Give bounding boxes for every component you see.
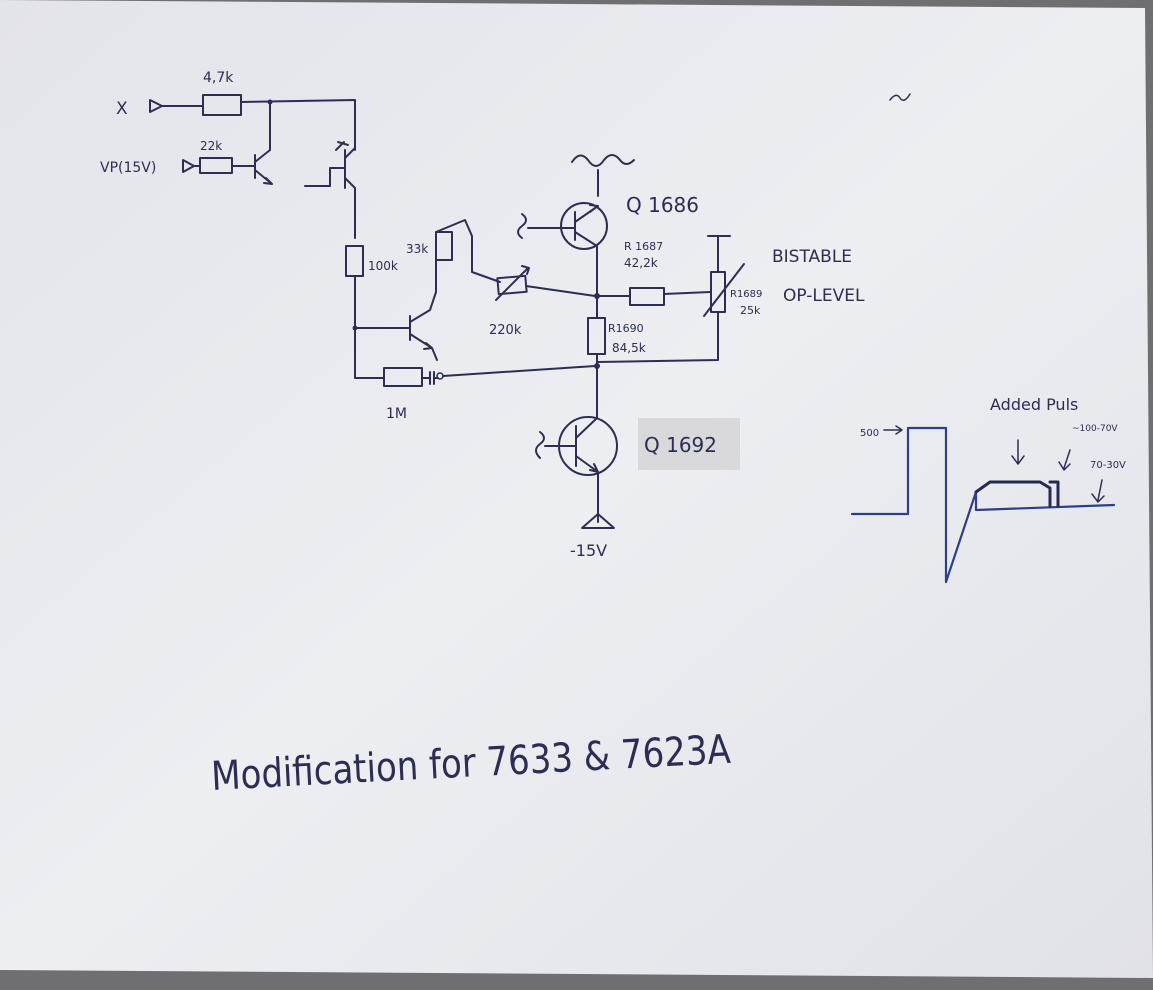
- r1690-name: R1690: [608, 322, 644, 335]
- q1692-highlight: [638, 418, 740, 470]
- vp-input-label: VP(15V): [100, 160, 156, 176]
- q1692-label: Q 1692: [644, 433, 717, 457]
- pen-mark: [889, 93, 911, 101]
- input-x-label: X: [116, 99, 128, 119]
- output-stage: Q 1686 R 1687 42,2k R1689 25k BISTABLE O…: [517, 154, 865, 560]
- bistable-label: BISTABLE: [772, 247, 852, 267]
- waveform-sketch: Added Puls 500 ~100-70V 70-30V: [850, 395, 1126, 584]
- level-low-label: 70-30V: [1090, 460, 1126, 471]
- supply-neg-label: -15V: [570, 541, 607, 560]
- res-100k-label: 100k: [368, 259, 398, 273]
- res-input-label: 4,7k: [203, 70, 234, 86]
- r1690-value: 84,5k: [612, 341, 646, 355]
- r1687-value: 42,2k: [624, 256, 658, 270]
- q1686-label: Q 1686: [626, 193, 699, 217]
- level-500-label: 500: [860, 428, 879, 439]
- r1689-name: R1689: [730, 289, 762, 300]
- transistor-q1686: [560, 202, 608, 250]
- middle-network: 100k 33k 220k 1M: [345, 219, 596, 422]
- res-220k-label: 220k: [489, 323, 522, 338]
- resistor-4k7: [202, 94, 242, 116]
- resistor-r1687: [629, 287, 665, 306]
- r1689-value: 25k: [740, 304, 761, 317]
- op-level-label: OP-LEVEL: [783, 286, 865, 306]
- input-section: X 4,7k VP(15V) 22k: [100, 70, 356, 239]
- res-vp-label: 22k: [200, 139, 222, 153]
- resistor-220k: [496, 274, 528, 296]
- level-high-label: ~100-70V: [1072, 424, 1118, 434]
- resistor-33k: [435, 231, 453, 261]
- res-33k-label: 33k: [406, 242, 428, 256]
- res-1m-label: 1M: [386, 406, 407, 422]
- r1687-name: R 1687: [624, 240, 663, 253]
- waveform-title: Added Puls: [990, 395, 1078, 414]
